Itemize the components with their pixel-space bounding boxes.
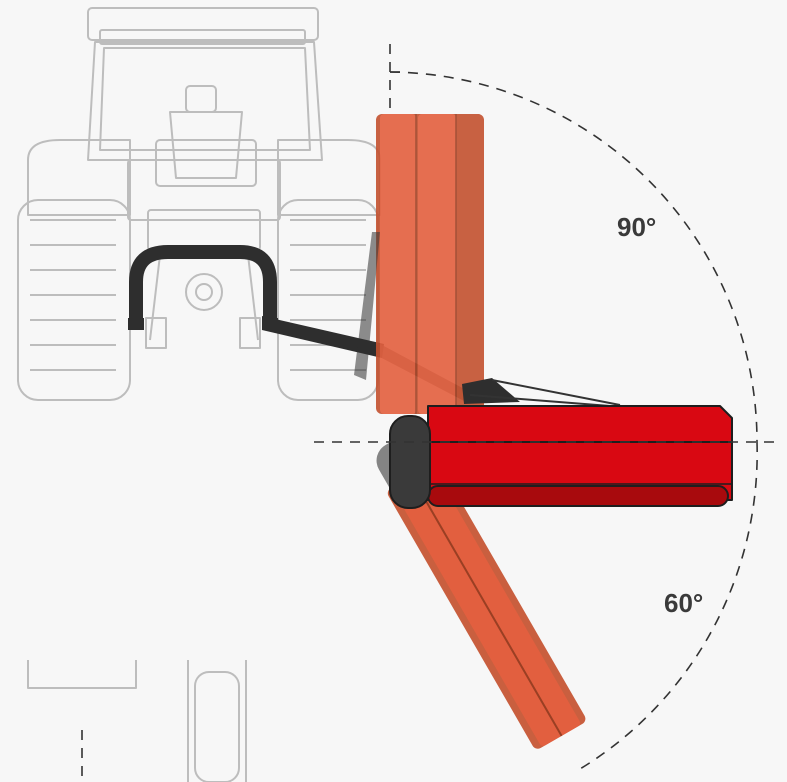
tractor-rear-view-icon (17, 7, 381, 782)
angle-label-90: 90° (617, 212, 656, 242)
mulcher-vertical-90 (354, 114, 484, 414)
mulcher-working-position (389, 378, 733, 509)
angle-label-60: 60° (664, 588, 703, 618)
angle-arc (81, 44, 776, 782)
